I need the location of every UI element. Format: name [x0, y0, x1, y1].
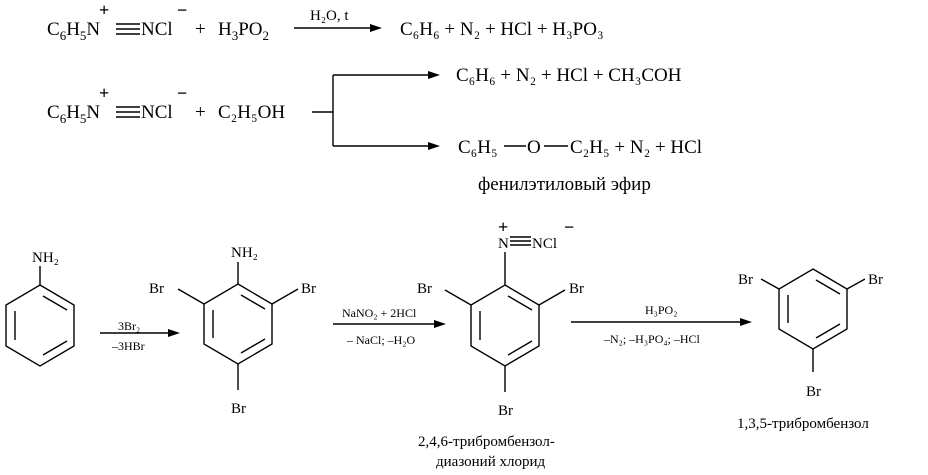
- diazonium-br-right: Br: [569, 281, 584, 297]
- synthesis-scheme: NH₂ 3Br₂ –3HBr NH₂ Br Br Br NaNO₂ + 2HCl: [5, 217, 883, 470]
- r2-product-upper: C₆H₆ + N₂ + HCl + CH₃COH: [456, 65, 682, 86]
- aniline-nh2: NH₂: [32, 250, 59, 266]
- diazonium-br-bottom: Br: [498, 403, 513, 419]
- r2-reagent: C₂H₅OH: [218, 102, 285, 123]
- r1-triple-bond: [116, 23, 140, 35]
- reaction-2: C6H5N + NCl − + C₂H₅OH C₆H₆ + N₂ + HCl +…: [47, 65, 702, 195]
- tribromobenzene-br-right: Br: [868, 272, 883, 288]
- r1-plus-charge: +: [99, 0, 109, 20]
- r2-lower-oxygen: O: [527, 137, 541, 158]
- tribromoaniline-br-right: Br: [301, 281, 316, 297]
- diazonium-salt-structure: N + NCl − Br Br Br 2,4,6-трибромбензол- …: [417, 217, 584, 470]
- r1-arrow: [294, 24, 382, 32]
- diazonium-n: N: [498, 236, 509, 252]
- r2-plus-sign: +: [195, 102, 206, 123]
- step2-arrow: NaNO₂ + 2HCl – NaCl; –H₂O: [333, 306, 446, 347]
- r1-condition: H₂O, t: [310, 8, 349, 24]
- diazonium-name-line1: 2,4,6-трибромбензол-: [418, 434, 555, 450]
- r2-product-lower-name: фенилэтиловый эфир: [478, 174, 651, 195]
- step1-arrow: 3Br₂ –3HBr: [100, 319, 180, 353]
- aniline-structure: NH₂: [5, 250, 75, 367]
- r1-plus-sign: +: [195, 19, 206, 40]
- r2-ncl: NCl: [141, 102, 173, 123]
- diazonium-ncl: NCl: [532, 236, 557, 252]
- r2-branch-arrow: [312, 71, 440, 150]
- tribromoaniline-br-bottom: Br: [231, 401, 246, 417]
- reaction-1: C6H5N + NCl − + H3PO2 H₂O, t C₆H₆ + N₂ +…: [47, 0, 604, 43]
- step3-above: H₃PO₂: [645, 303, 677, 317]
- r2-product-lower: C₆H₅ O C₂H₅ + N₂ + HCl: [458, 137, 702, 158]
- r2-c6h5: C6H5N: [47, 102, 100, 126]
- r2-plus-charge: +: [99, 83, 109, 103]
- step3-arrow: H₃PO₂ –N₂; –H₃PO₄; –HCl: [571, 303, 752, 346]
- tribromobenzene-name: 1,3,5-трибромбензол: [737, 416, 869, 432]
- tribromobenzene-br-bottom: Br: [806, 384, 821, 400]
- r1-products: C₆H₆ + N₂ + HCl + H₃PO₃: [400, 19, 604, 40]
- r2-lower-left: C₆H₅: [458, 137, 498, 158]
- diazonium-triple-bond: [510, 236, 531, 246]
- r2-lower-right: C₂H₅ + N₂ + HCl: [570, 137, 702, 158]
- r1-c6h5: C6H5N: [47, 19, 100, 43]
- tribromoaniline-structure: NH₂ Br Br Br: [149, 245, 316, 417]
- tribromoaniline-nh2: NH₂: [231, 245, 258, 261]
- diazonium-br-left: Br: [417, 281, 432, 297]
- diazonium-plus-charge: +: [498, 217, 508, 237]
- r1-minus-charge: −: [177, 0, 187, 20]
- tribromobenzene-br-left: Br: [738, 272, 753, 288]
- r1-reagent: H3PO2: [218, 19, 269, 43]
- diazonium-name-line2: диазоний хлорид: [436, 454, 545, 470]
- tribromoaniline-br-left: Br: [149, 281, 164, 297]
- step1-below: –3HBr: [111, 339, 145, 353]
- step2-above: NaNO₂ + 2HCl: [342, 306, 417, 320]
- step3-below: –N₂; –H₃PO₄; –HCl: [603, 332, 701, 346]
- diazonium-minus-charge: −: [564, 217, 574, 237]
- step1-above: 3Br₂: [118, 319, 140, 333]
- tribromobenzene-structure: Br Br Br 1,3,5-трибромбензол: [737, 268, 883, 432]
- r2-minus-charge: −: [177, 83, 187, 103]
- step2-below: – NaCl; –H₂O: [346, 333, 416, 347]
- r2-triple-bond: [116, 106, 140, 118]
- r1-ncl: NCl: [141, 19, 173, 40]
